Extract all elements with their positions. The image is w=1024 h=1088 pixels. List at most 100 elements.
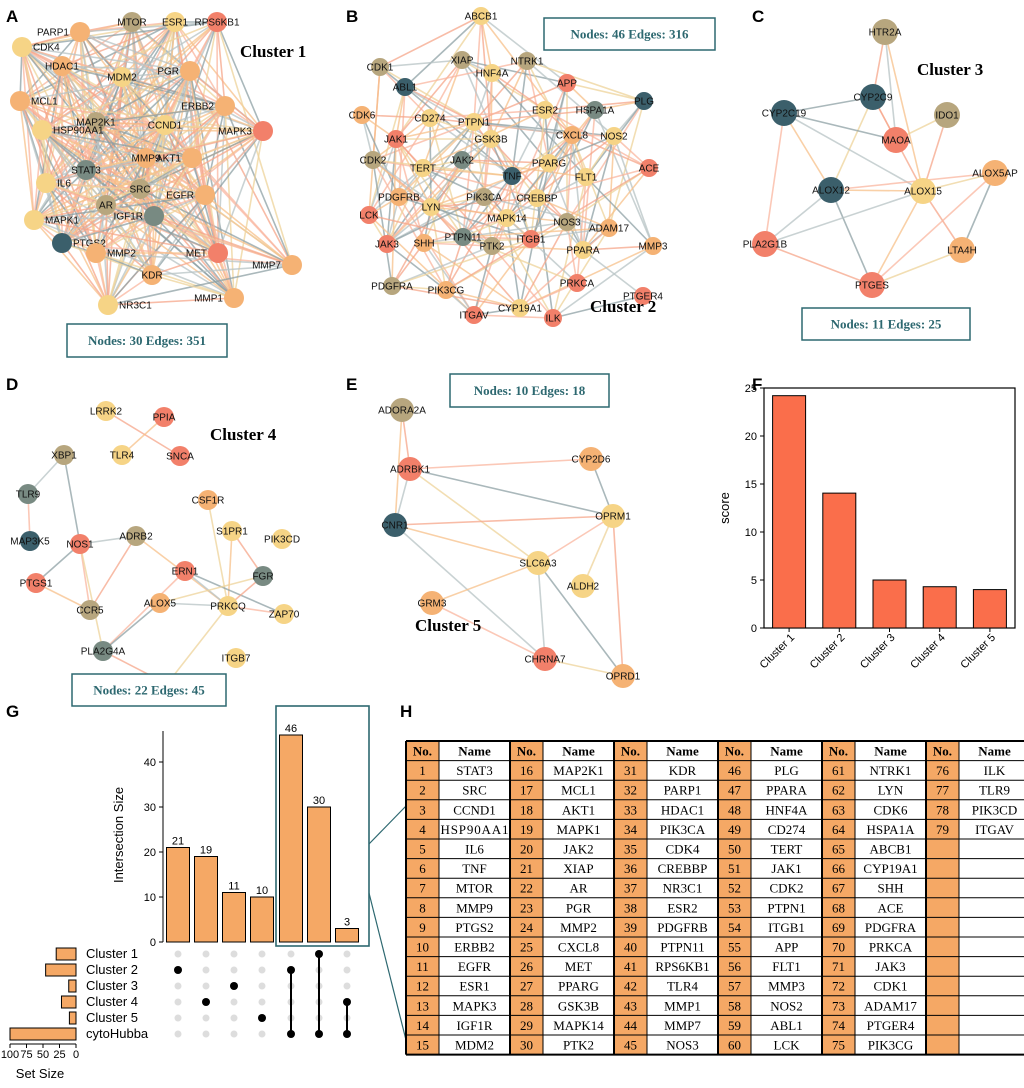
table-cell-name: PTPN1 <box>767 900 805 915</box>
network-node-label: FLT1 <box>575 173 598 184</box>
network-edge <box>41 70 191 131</box>
network-node-label: IDO1 <box>935 111 959 122</box>
table-cell-name: CCND1 <box>453 802 496 817</box>
table-cell-name: MAPK1 <box>556 822 600 837</box>
network-edge <box>85 21 218 171</box>
table-cell-no: 25 <box>520 940 533 955</box>
network-edge <box>85 124 166 171</box>
table-cell-name: ERBB2 <box>454 940 494 955</box>
network-edge <box>430 138 492 208</box>
network-edge <box>613 135 654 247</box>
network-node-label: MAPK1 <box>45 216 79 227</box>
network-edge <box>61 188 141 244</box>
table-cell-name: ESR1 <box>459 979 489 994</box>
table-cell-name: MTOR <box>456 881 494 896</box>
network-edge <box>506 82 568 219</box>
table-cell-name: ITGB1 <box>768 920 805 935</box>
matrix-dot-empty <box>258 998 266 1006</box>
y-tick-label: 30 <box>144 802 156 814</box>
table-cell-name: MMP1 <box>664 998 701 1013</box>
network-node <box>563 126 581 144</box>
network-edge <box>830 189 873 286</box>
network-edge <box>79 31 191 72</box>
network-node <box>571 574 595 598</box>
network-node-label: MDM2 <box>107 73 137 84</box>
network-node-label: PLA2G4A <box>81 647 126 658</box>
intersection-bar <box>166 847 190 943</box>
network-node <box>498 209 516 227</box>
network-edge <box>506 176 587 219</box>
network-node <box>93 641 113 661</box>
table-cell-name: PDGFRB <box>657 920 708 935</box>
table-cell-no: 23 <box>520 900 533 915</box>
table-cell-name: CDK6 <box>874 802 908 817</box>
network-edge <box>480 15 493 74</box>
network-edge <box>35 582 91 611</box>
network-node <box>600 219 618 237</box>
network-node <box>536 101 554 119</box>
table-cell-name: CDK2 <box>770 881 804 896</box>
table-header-name: Name <box>562 744 595 759</box>
table-cell-no: 37 <box>624 881 638 896</box>
network-node <box>586 101 604 119</box>
network-node <box>215 96 235 116</box>
network-edge <box>544 658 624 677</box>
table-header-no: No. <box>413 744 432 759</box>
network-node-label: PTPN1 <box>458 118 491 129</box>
network-node-label: CHRNA7 <box>524 655 566 666</box>
network-node <box>383 513 407 537</box>
network-node-label: SHH <box>413 239 434 250</box>
network-node <box>453 151 471 169</box>
table-cell-name: ABL1 <box>770 1018 803 1033</box>
table-cell-no: 33 <box>624 802 637 817</box>
table-header-name: Name <box>458 744 491 759</box>
table-cell-name: CXCL8 <box>558 940 599 955</box>
network-nodes: ADORA2AADRBK1CYP2D6CNR1OPRM1SLC6A3ALDH2G… <box>378 398 641 688</box>
matrix-dot-empty <box>343 950 351 958</box>
network-edge <box>107 188 141 306</box>
network-edge <box>445 236 464 291</box>
bar-value-label: 10 <box>256 885 268 897</box>
table-cell-no: 72 <box>832 979 845 994</box>
network-edge <box>107 264 293 306</box>
table-cell-name: GSK3B <box>558 998 600 1013</box>
network-edge <box>429 117 432 208</box>
network-edge <box>121 76 226 107</box>
network-node <box>80 600 100 620</box>
network-edge <box>107 297 235 306</box>
set-label: Cluster 4 <box>86 994 138 1009</box>
network-node-label: CDK4 <box>33 43 60 54</box>
table-cell-no: 20 <box>520 842 533 857</box>
highlight-box <box>275 705 370 947</box>
table-header-name: Name <box>874 744 907 759</box>
network-node <box>226 648 246 668</box>
network-node-label: TLR9 <box>16 490 41 501</box>
network-edge <box>107 215 155 306</box>
bar-value-label: 30 <box>313 795 325 807</box>
network-edge <box>536 197 554 319</box>
network-node-label: NR3C1 <box>119 301 152 312</box>
network-edge <box>189 70 293 266</box>
network-edge <box>462 236 532 240</box>
network-edge <box>404 15 482 88</box>
matrix-dot-empty <box>230 1030 238 1038</box>
network-node <box>144 206 164 226</box>
network-node <box>503 167 521 185</box>
network-node <box>611 664 635 688</box>
network-node-label: KDR <box>141 271 162 282</box>
table-cell-name: PPARA <box>766 783 807 798</box>
network-edge <box>462 134 573 238</box>
network-edge <box>61 121 97 244</box>
set-label: Cluster 5 <box>86 1010 138 1025</box>
network-node-label: PGR <box>157 67 179 78</box>
network-edges <box>361 15 654 319</box>
table-cell-no: 29 <box>520 1018 533 1033</box>
table-cell-no: 12 <box>416 979 429 994</box>
table-cell-no: 28 <box>520 998 533 1013</box>
table-cell-name: PTPN11 <box>660 940 704 955</box>
network-edge <box>544 109 650 169</box>
x-tick-label: Cluster 3 <box>858 632 898 672</box>
stats-label: Nodes: 11 Edges: 25 <box>831 317 942 332</box>
stats-label: Nodes: 10 Edges: 18 <box>474 383 586 398</box>
